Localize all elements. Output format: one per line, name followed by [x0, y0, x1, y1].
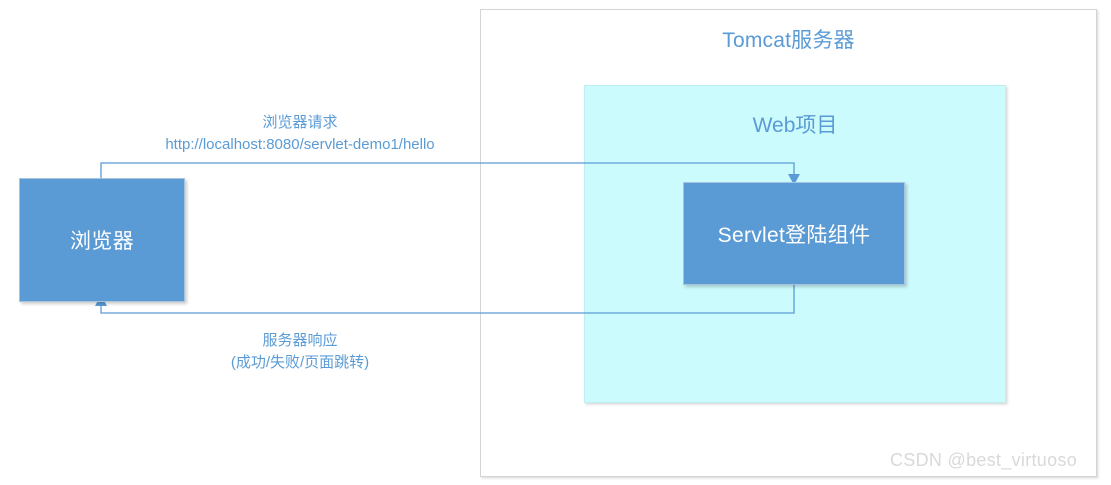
- browser-node-label: 浏览器: [70, 230, 134, 253]
- servlet-component-node: Servlet登陆组件: [683, 182, 905, 285]
- request-label-title: 浏览器请求: [262, 114, 338, 131]
- csdn-watermark: CSDN @best_virtuoso: [890, 450, 1078, 470]
- servlet-component-label: Servlet登陆组件: [717, 223, 871, 247]
- response-label-detail: (成功/失败/页面跳转): [230, 353, 370, 371]
- request-label-url: http://localhost:8080/servlet-demo1/hell…: [165, 135, 435, 153]
- tomcat-server-title: Tomcat服务器: [722, 29, 855, 52]
- browser-node: 浏览器: [19, 178, 185, 302]
- request-edge-label: 浏览器请求 http://localhost:8080/servlet-demo…: [130, 112, 470, 156]
- web-project-title: Web项目: [752, 114, 838, 137]
- response-label-title: 服务器响应: [262, 332, 338, 349]
- response-edge-label: 服务器响应 (成功/失败/页面跳转): [155, 330, 445, 374]
